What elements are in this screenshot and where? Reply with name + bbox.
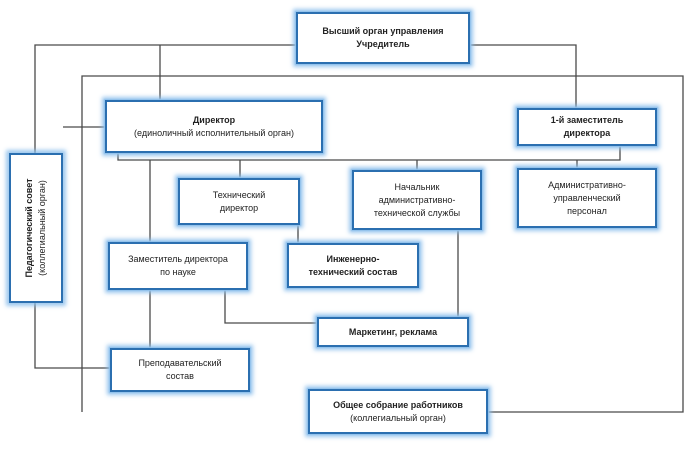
- technical-director-line2: директор: [219, 202, 259, 213]
- top-authority-line1: Высший орган управления: [322, 26, 444, 36]
- deputy-science-line1: Заместитель директора: [128, 254, 228, 264]
- deputy-science-box: Заместитель директора по науке: [108, 242, 248, 290]
- connector-top-to-council: [34, 44, 296, 153]
- connector-outer-frame: [81, 75, 684, 413]
- technical-director-box: Технический директор: [178, 178, 300, 225]
- pedagogical-council-line2: (коллегиальный орган): [37, 180, 47, 276]
- pedagogical-council-line1: Педагогический совет: [24, 178, 34, 278]
- head-admin-tech-line1: Начальник: [394, 181, 440, 192]
- head-admin-tech-line3: технической службы: [373, 207, 461, 218]
- director-box: Директор (единоличный исполнительный орг…: [105, 100, 323, 153]
- engineering-staff-line1: Инженерно-: [326, 253, 380, 264]
- admin-staff-line2: управленческий: [553, 192, 621, 203]
- connector-council-to-teaching: [34, 303, 110, 369]
- head-admin-tech-box: Начальник административно- технической с…: [352, 170, 482, 230]
- general-meeting-box: Общее собрание работников (коллегиальный…: [308, 389, 488, 434]
- top-authority-line2: Учредитель: [356, 39, 410, 49]
- admin-staff-line3: персонал: [567, 205, 607, 216]
- teaching-staff-line2: состав: [166, 371, 194, 381]
- first-deputy-line2: директора: [563, 128, 611, 138]
- admin-staff-box: Административно- управленческий персонал: [517, 168, 657, 228]
- director-line2: (единоличный исполнительный орган): [134, 127, 294, 138]
- engineering-staff-box: Инженерно- технический состав: [287, 243, 419, 288]
- teaching-staff-line1: Преподавательский: [138, 358, 222, 368]
- engineering-staff-line2: технический состав: [308, 266, 398, 277]
- deputy-science-line2: по науке: [160, 267, 196, 277]
- pedagogical-council-box: Педагогический совет (коллегиальный орга…: [9, 153, 63, 303]
- connector-bus: [117, 145, 621, 161]
- first-deputy-box: 1-й заместитель директора: [517, 108, 657, 146]
- marketing-box: Маркетинг, реклама: [317, 317, 469, 347]
- head-admin-tech-line2: административно-: [378, 194, 456, 205]
- general-meeting-line1: Общее собрание работников: [333, 399, 463, 410]
- teaching-staff-box: Преподавательский состав: [110, 348, 250, 392]
- director-line1: Директор: [192, 114, 236, 125]
- connector-top-to-first-deputy: [470, 44, 577, 108]
- first-deputy-line1: 1-й заместитель: [550, 115, 624, 125]
- general-meeting-line2: (коллегиальный орган): [350, 412, 446, 423]
- admin-staff-line1: Административно-: [548, 179, 626, 190]
- top-authority-box: Высший орган управления Учредитель: [296, 12, 470, 64]
- connector-deputy-to-marketing: [224, 290, 317, 324]
- technical-director-line1: Технический: [212, 189, 266, 200]
- marketing-line1: Маркетинг, реклама: [348, 326, 438, 337]
